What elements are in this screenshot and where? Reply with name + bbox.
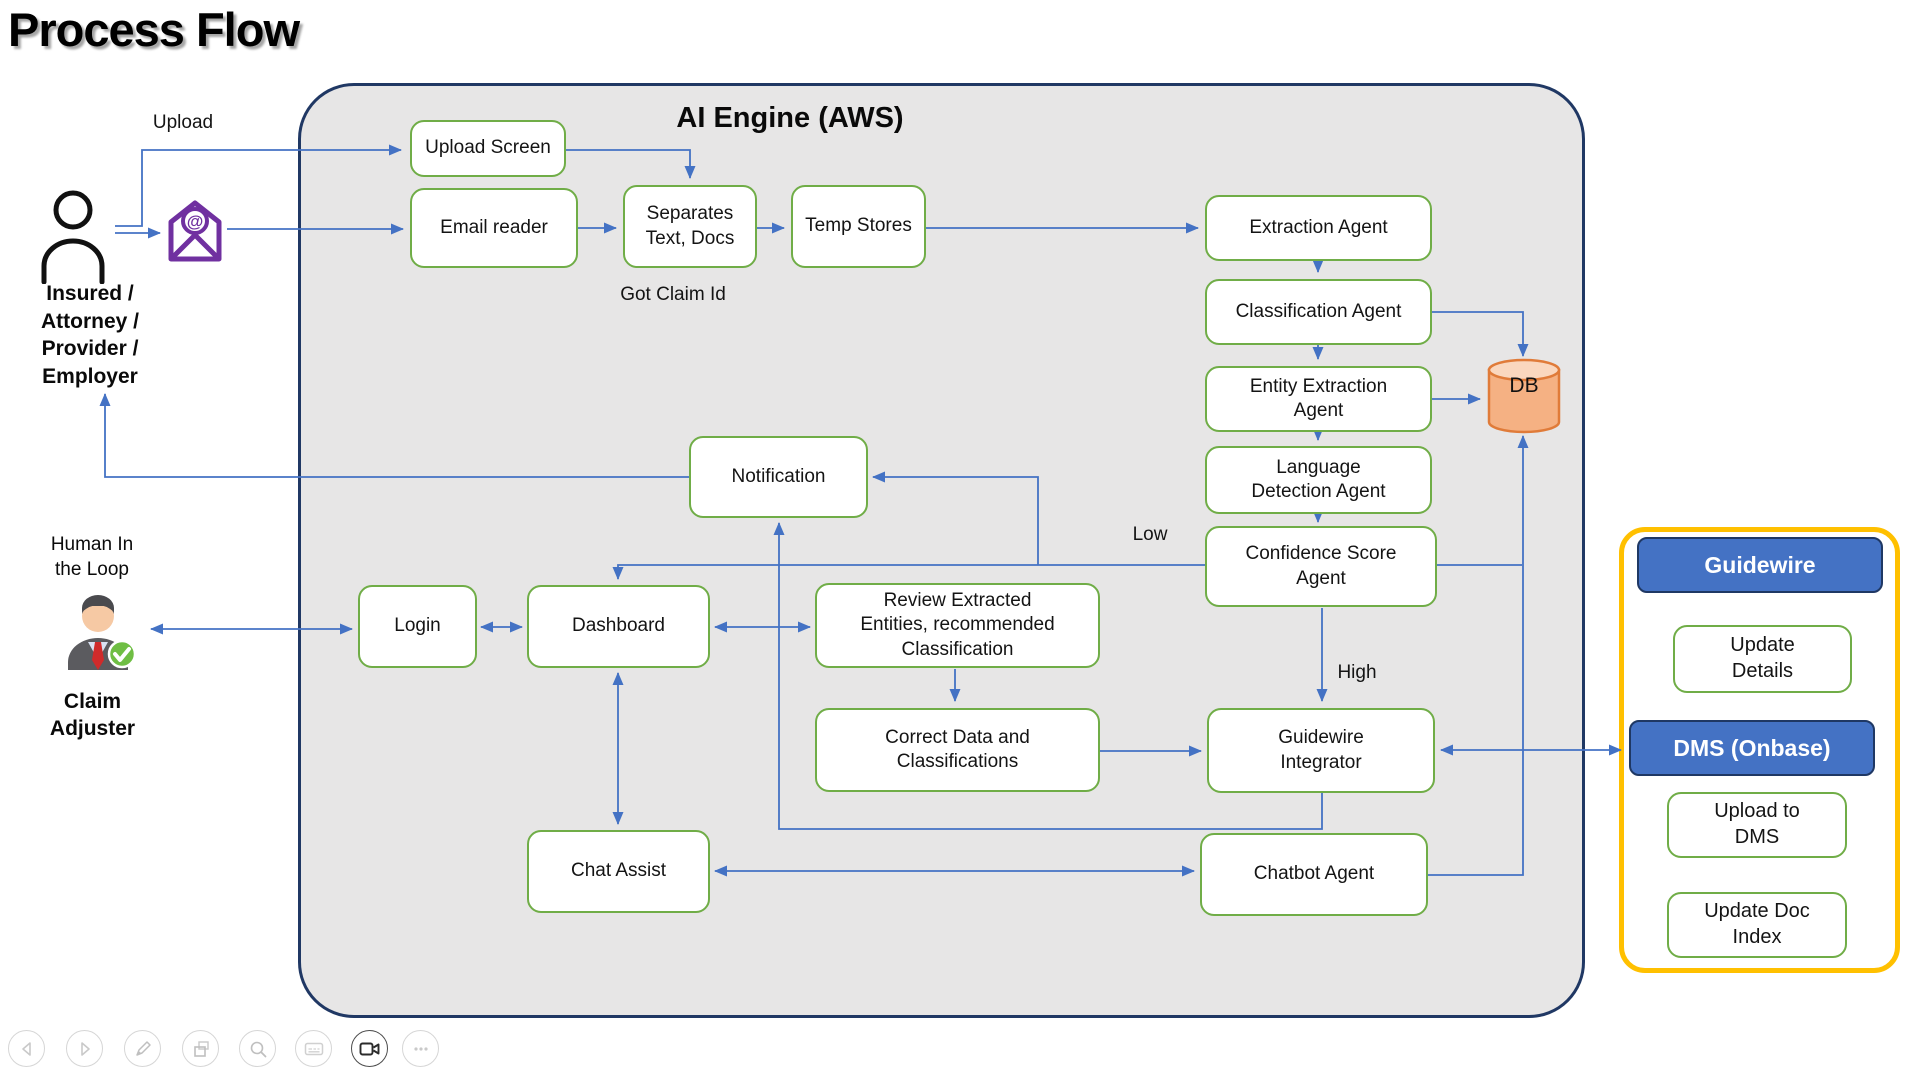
node-separates-text-docs: Separates Text, Docs — [623, 185, 757, 268]
camera-button[interactable] — [351, 1030, 388, 1067]
node-language-detection-agent: Language Detection Agent — [1205, 446, 1432, 514]
db-label: DB — [1509, 374, 1539, 397]
node-email-reader: Email reader — [410, 188, 578, 268]
node-notification: Notification — [689, 436, 868, 518]
guidewire-button: Guidewire — [1637, 537, 1883, 593]
node-extraction-agent: Extraction Agent — [1205, 195, 1432, 261]
node-login: Login — [358, 585, 477, 668]
node-chat-assist: Chat Assist — [527, 830, 710, 913]
node-dashboard: Dashboard — [527, 585, 710, 668]
svg-text:@: @ — [187, 212, 204, 231]
pen-icon — [135, 1040, 151, 1056]
ai-engine-title: AI Engine (AWS) — [676, 102, 904, 134]
adjuster-label: Claim Adjuster — [49, 690, 136, 741]
node-temp-stores: Temp Stores — [791, 185, 926, 268]
node-confidence-score-agent: Confidence Score Agent — [1205, 526, 1437, 607]
next-icon — [80, 1041, 90, 1056]
captions-button[interactable] — [295, 1030, 332, 1067]
next-slide-button[interactable] — [66, 1030, 103, 1067]
zoom-slide-button[interactable] — [239, 1030, 276, 1067]
upload-edge-label: Upload — [152, 112, 214, 133]
previous-icon — [21, 1041, 31, 1056]
video-camera-icon — [359, 1042, 379, 1055]
update-details-box: Update Details — [1673, 625, 1852, 693]
high-branch-label: High — [1337, 662, 1377, 683]
node-entity-extraction-agent: Entity Extraction Agent — [1205, 366, 1432, 432]
slide-sorter-icon — [193, 1040, 209, 1057]
node-chatbot-agent: Chatbot Agent — [1200, 833, 1428, 916]
more-options-icon — [413, 1046, 428, 1051]
page-title: Process Flow — [8, 3, 300, 56]
node-correct-data: Correct Data and Classifications — [815, 708, 1100, 792]
notes-icon — [304, 1042, 323, 1055]
node-classification-agent: Classification Agent — [1205, 279, 1432, 345]
node-upload-screen: Upload Screen — [410, 120, 566, 177]
got-claim-id-label: Got Claim Id — [620, 284, 726, 305]
node-review-extracted: Review Extracted Entities, recommended C… — [815, 583, 1100, 668]
low-branch-label: Low — [1132, 524, 1168, 545]
upload-to-dms-box: Upload to DMS — [1667, 792, 1847, 858]
previous-slide-button[interactable] — [8, 1030, 45, 1067]
zoom-search-icon — [250, 1041, 266, 1057]
human-in-loop-label: Human In the Loop — [50, 534, 134, 580]
pen-tool-button[interactable] — [124, 1030, 161, 1067]
presentation-toolbar — [0, 1026, 460, 1072]
update-doc-index-box: Update Doc Index — [1667, 892, 1847, 958]
person-icon — [41, 190, 105, 284]
slide-sorter-button[interactable] — [182, 1030, 219, 1067]
customer-label: Insured / Attorney / Provider / Employer — [40, 282, 139, 389]
dms-onbase-button: DMS (Onbase) — [1629, 720, 1875, 776]
claim-adjuster-avatar — [68, 595, 136, 670]
node-guidewire-integrator: Guidewire Integrator — [1207, 708, 1435, 793]
more-options-button[interactable] — [402, 1030, 439, 1067]
email-icon: @ — [168, 200, 222, 262]
